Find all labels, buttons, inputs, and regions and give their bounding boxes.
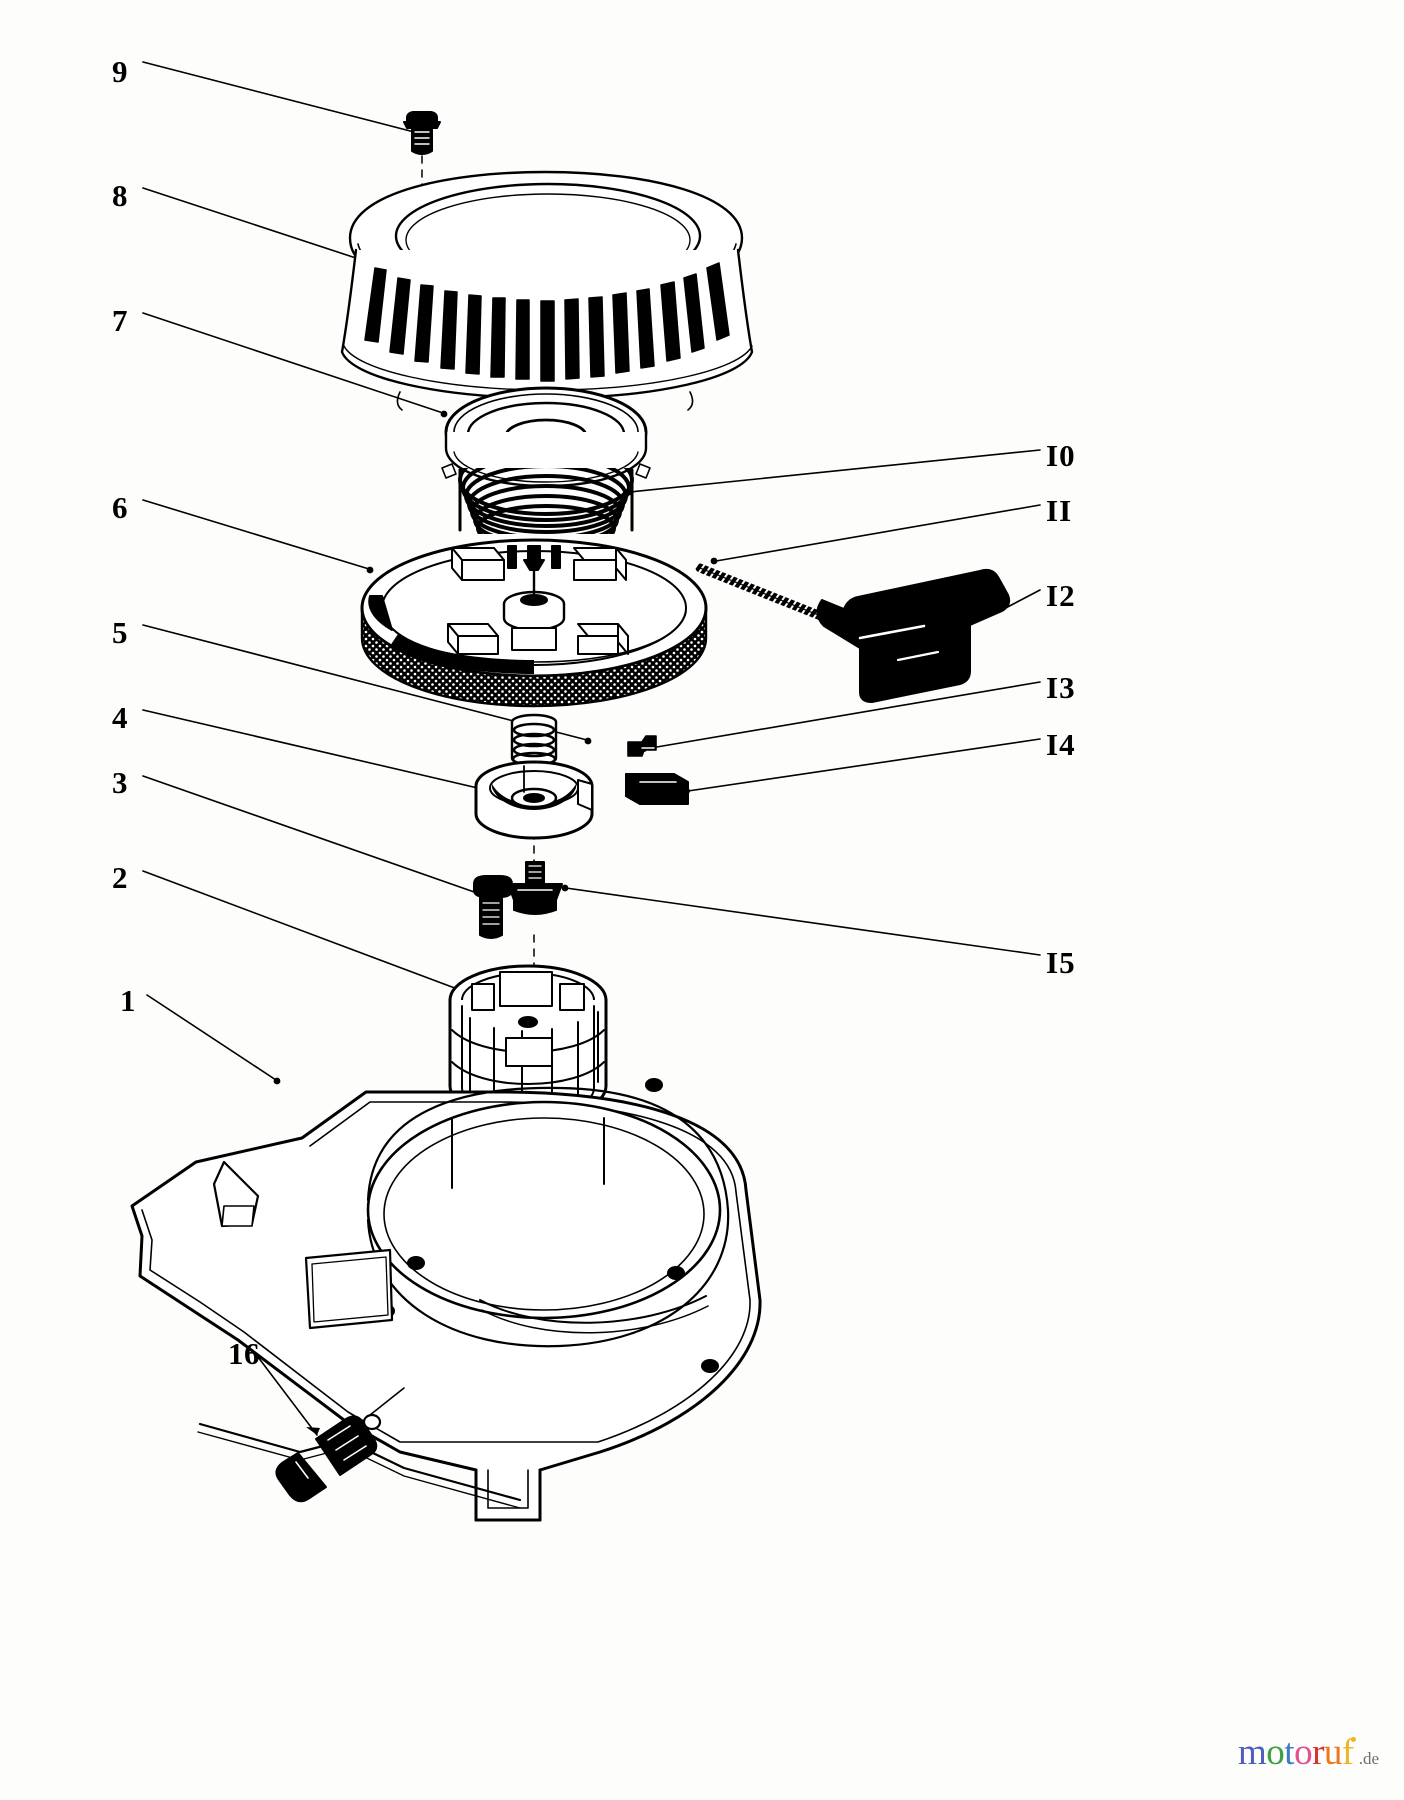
part-9-flange-screw bbox=[403, 111, 441, 155]
part-8-starter-housing-cover bbox=[340, 170, 754, 411]
watermark-letter-f: f bbox=[1341, 1732, 1354, 1773]
part-10-starter-rope bbox=[458, 468, 634, 534]
part-2-starter-cup-hub bbox=[448, 964, 608, 1122]
reel-pawl-lugs bbox=[447, 547, 629, 655]
part-1-blower-housing bbox=[130, 1078, 762, 1522]
watermark-letter-r: r bbox=[1312, 1732, 1324, 1773]
callout-3: 3 bbox=[112, 765, 128, 800]
part-12-starter-handle bbox=[816, 568, 1011, 703]
callout-12: I2 bbox=[1046, 578, 1076, 613]
callout-6: 6 bbox=[112, 490, 128, 525]
callout-8: 8 bbox=[112, 178, 128, 213]
part-7-rope-pulley bbox=[441, 386, 651, 488]
callout-15: I5 bbox=[1046, 945, 1076, 980]
reel-center-post bbox=[523, 545, 545, 571]
callout-4: 4 bbox=[112, 700, 128, 735]
watermark-tld: .de bbox=[1358, 1749, 1380, 1768]
part-16-hex-flange-bolt bbox=[275, 1387, 405, 1503]
watermark-letter-m: m bbox=[1238, 1732, 1267, 1773]
callout-13: I3 bbox=[1046, 670, 1076, 705]
callout-5: 5 bbox=[112, 615, 128, 650]
part-15-shoulder-bolt bbox=[507, 861, 563, 915]
callout-7: 7 bbox=[112, 303, 128, 338]
part-11-starter-rope-strand bbox=[695, 563, 841, 627]
leader-lines-right bbox=[565, 449, 1041, 956]
part-14-pawl-dog bbox=[625, 773, 689, 805]
callout-16: 16 bbox=[228, 1336, 260, 1371]
part-6-starter-reel bbox=[360, 538, 708, 708]
watermark-letter-o2: o bbox=[1294, 1732, 1313, 1773]
watermark-letter-t: t bbox=[1284, 1732, 1295, 1773]
part-4-brake-retainer-cup bbox=[474, 760, 594, 840]
housing-vent-slots bbox=[364, 262, 730, 382]
part-3-screw bbox=[473, 875, 513, 939]
callout-9: 9 bbox=[112, 54, 128, 89]
leader-lines-left bbox=[142, 61, 588, 1436]
callout-10: I0 bbox=[1046, 438, 1076, 473]
watermark-dot bbox=[1350, 1737, 1356, 1742]
callout-14: I4 bbox=[1046, 727, 1076, 762]
callout-2: 2 bbox=[112, 860, 128, 895]
watermark-letter-u: u bbox=[1323, 1732, 1343, 1773]
callout-1: 1 bbox=[120, 983, 136, 1018]
callout-11: II bbox=[1046, 493, 1073, 528]
motoruf-watermark: motoruf.de bbox=[1238, 1734, 1379, 1771]
part-5-compression-spring bbox=[510, 713, 558, 768]
part-13-pawl-clip bbox=[627, 735, 657, 757]
watermark-letter-o1: o bbox=[1266, 1732, 1285, 1773]
